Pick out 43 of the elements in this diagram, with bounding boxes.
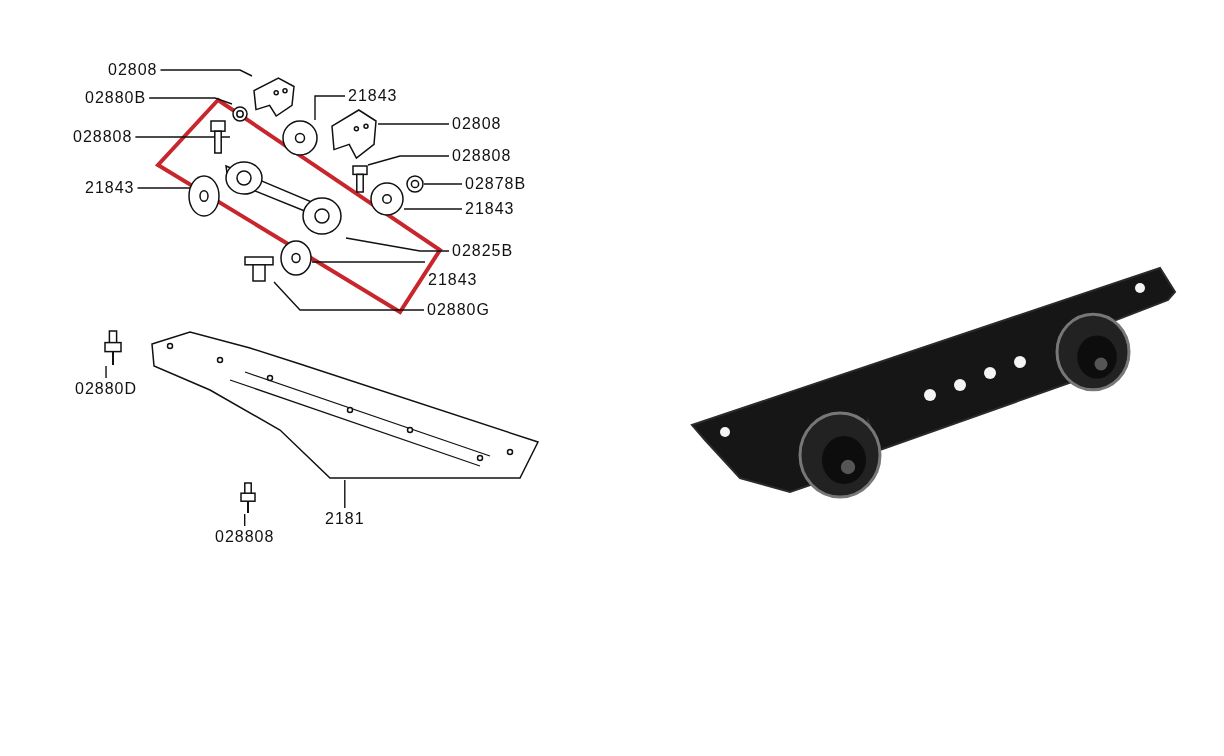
leader-line: [105, 365, 107, 379]
leader-line: [403, 208, 463, 210]
callout-number: 02808: [452, 115, 502, 133]
stud-drawing: [104, 330, 122, 366]
bolt-drawing: [210, 120, 226, 154]
stud-drawing: [240, 482, 256, 514]
leader-line: [377, 123, 450, 125]
callout-number: 21843: [428, 271, 478, 289]
callout-number: 21843: [348, 87, 398, 105]
callout-number: 21843: [465, 200, 515, 218]
leader-line: [244, 513, 246, 527]
callout-number: 02880B: [85, 89, 147, 107]
callout-number: 21843: [85, 179, 135, 197]
leader-line: [423, 183, 463, 185]
leader-line: [273, 281, 425, 311]
washer-drawing: [282, 120, 318, 156]
leader-line: [367, 155, 450, 166]
leader-line: [159, 69, 253, 77]
callout-number: 2181: [325, 510, 365, 528]
washer-drawing: [370, 182, 404, 216]
washer-drawing: [280, 240, 312, 276]
nut-drawing: [406, 175, 424, 193]
leader-line: [314, 95, 346, 121]
washer-drawing: [188, 175, 220, 217]
callout-number: 028808: [452, 147, 512, 165]
bracket-drawing: [252, 76, 296, 118]
callout-number: 02878B: [465, 175, 527, 193]
callout-number: 028808: [215, 528, 275, 546]
callout-number: 02880G: [427, 301, 490, 319]
leader-line: [148, 97, 233, 105]
nut-drawing: [232, 104, 248, 124]
bolt-drawing: [352, 165, 368, 193]
leader-line: [134, 136, 231, 138]
callout-number: 028808: [73, 128, 133, 146]
leader-line: [311, 261, 426, 263]
leader-line: [344, 479, 346, 509]
callout-number: 02808: [108, 61, 158, 79]
leader-line: [345, 237, 450, 252]
callout-number: 02880D: [75, 380, 138, 398]
bracket-drawing: [330, 108, 378, 160]
bolt-drawing: [244, 256, 274, 282]
callout-number: 02825B: [452, 242, 514, 260]
crossmember-drawing: [150, 330, 540, 480]
